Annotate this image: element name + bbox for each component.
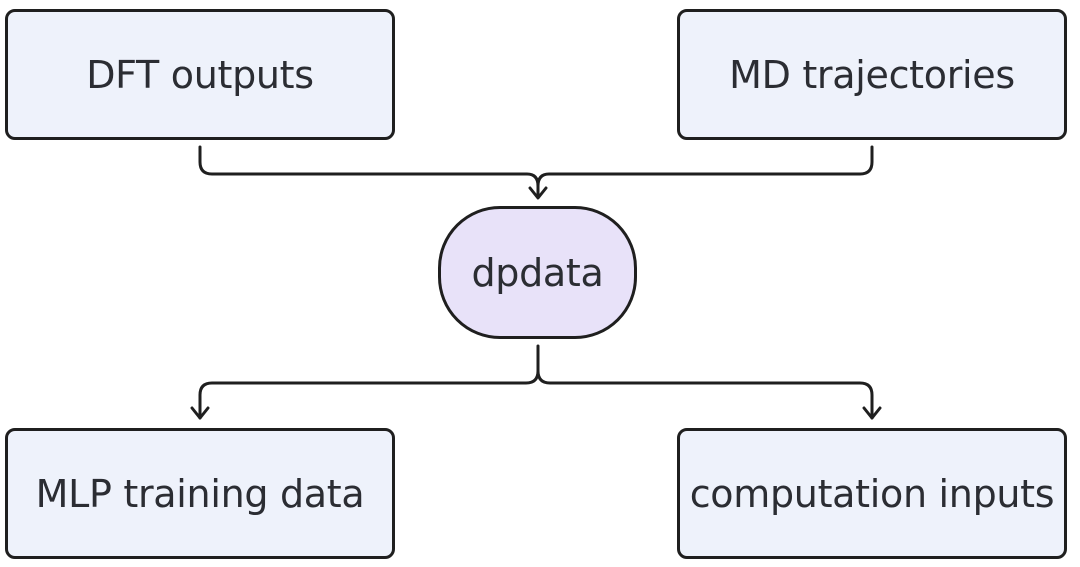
node-mlp-training-data: MLP training data [5, 428, 395, 559]
node-mlp-training-data-label: MLP training data [35, 471, 365, 516]
node-md-trajectories-label: MD trajectories [729, 52, 1015, 97]
edge-dpdata-to-mlp [198, 344, 540, 420]
node-dft-outputs: DFT outputs [5, 9, 395, 140]
node-computation-inputs: computation inputs [677, 428, 1067, 559]
arrowhead-into-computation [862, 406, 882, 420]
node-dft-outputs-label: DFT outputs [86, 52, 314, 97]
edge-dpdata-to-computation [536, 369, 874, 420]
edge-md-to-dpdata [536, 145, 874, 188]
node-md-trajectories: MD trajectories [677, 9, 1067, 140]
node-dpdata-label: dpdata [471, 250, 604, 295]
arrowhead-into-mlp [190, 406, 210, 420]
node-computation-inputs-label: computation inputs [689, 471, 1055, 516]
edge-dft-to-dpdata [198, 145, 540, 199]
arrowhead-into-dpdata [528, 186, 548, 200]
node-dpdata: dpdata [438, 206, 637, 339]
